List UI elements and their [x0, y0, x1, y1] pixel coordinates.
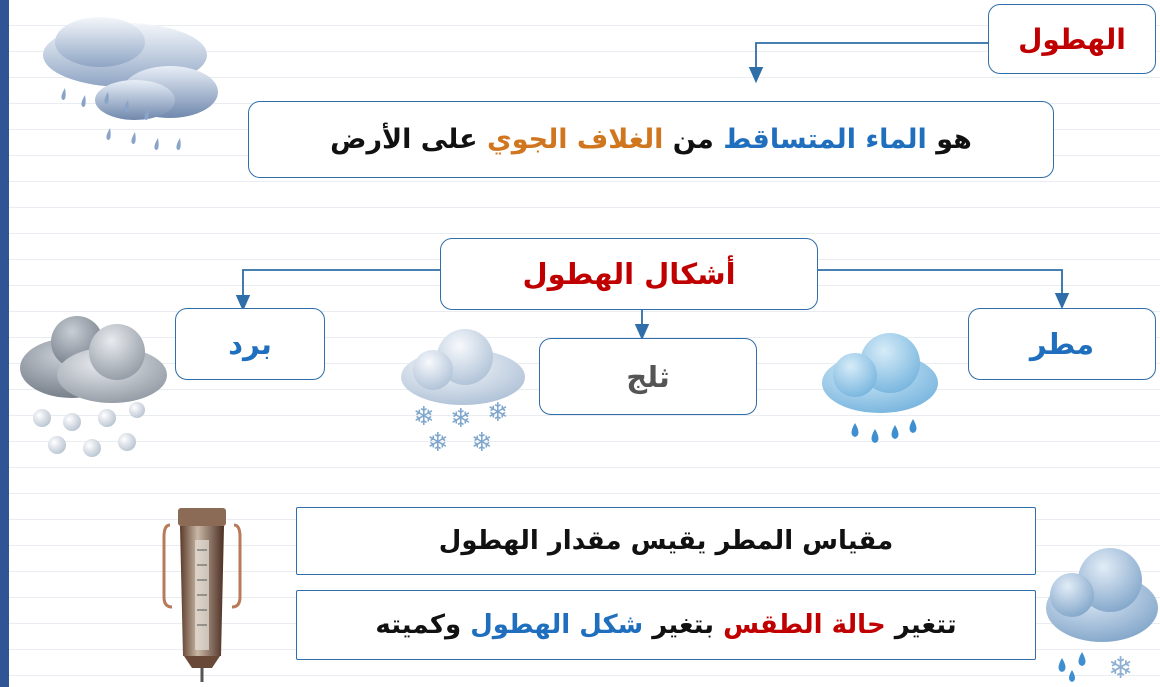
definition-part-5: على الأرض — [330, 124, 487, 155]
snow-box: ثلج — [539, 338, 757, 415]
weather-sentence-text: تتغير حالة الطقس بتغير شكل الهطول وكميته — [375, 610, 956, 640]
definition-part-3: من — [663, 124, 724, 155]
svg-text:❄: ❄ — [487, 398, 509, 428]
rain-label: مطر — [1029, 327, 1095, 361]
svg-text:❄: ❄ — [413, 402, 435, 432]
definition-text: هو الماء المتساقط من الغلاف الجوي على ال… — [330, 124, 972, 155]
rain-gauge-icon — [162, 508, 242, 682]
weather-sentence-box: تتغير حالة الطقس بتغير شكل الهطول وكميته — [296, 590, 1036, 660]
svg-text:❄: ❄ — [471, 428, 493, 458]
gauge-text: مقياس المطر يقيس مقدار الهطول — [438, 526, 894, 556]
title-text: الهطول — [1018, 22, 1126, 56]
hail-box: برد — [175, 308, 325, 380]
definition-part-1: هو — [926, 124, 972, 155]
storm-cloud-icon — [43, 17, 218, 150]
rain-snow-cloud-icon: ❄ — [1046, 548, 1158, 686]
forms-to-hail-arrow — [235, 269, 440, 312]
svg-text:❄: ❄ — [427, 428, 449, 458]
definition-water: الماء المتساقط — [723, 124, 927, 155]
forms-to-rain-arrow — [818, 269, 1070, 310]
weather-part-5: وكميته — [375, 610, 471, 640]
left-border-bar — [0, 0, 9, 687]
snow-label: ثلج — [626, 359, 670, 394]
rain-cloud-icon — [822, 333, 938, 443]
definition-box: هو الماء المتساقط من الغلاف الجوي على ال… — [248, 101, 1054, 178]
definition-atmosphere: الغلاف الجوي — [486, 124, 664, 155]
forms-title-text: أشكال الهطول — [522, 257, 736, 291]
weather-part-3: بتغير — [643, 610, 724, 640]
snow-cloud-icon: ❄❄❄ ❄❄ — [401, 329, 525, 458]
precipitation-form: شكل الهطول — [470, 610, 644, 640]
svg-text:❄: ❄ — [450, 404, 472, 434]
rain-box: مطر — [968, 308, 1156, 380]
svg-text:❄: ❄ — [1108, 651, 1133, 686]
hail-cloud-icon — [20, 316, 167, 457]
title-to-definition-arrow — [748, 42, 988, 84]
forms-title-box: أشكال الهطول — [440, 238, 818, 310]
gauge-text-box: مقياس المطر يقيس مقدار الهطول — [296, 507, 1036, 575]
weather-state: حالة الطقس — [723, 610, 886, 640]
weather-part-1: تتغير — [885, 610, 957, 640]
hail-label: برد — [228, 327, 272, 361]
title-box: الهطول — [988, 4, 1156, 74]
